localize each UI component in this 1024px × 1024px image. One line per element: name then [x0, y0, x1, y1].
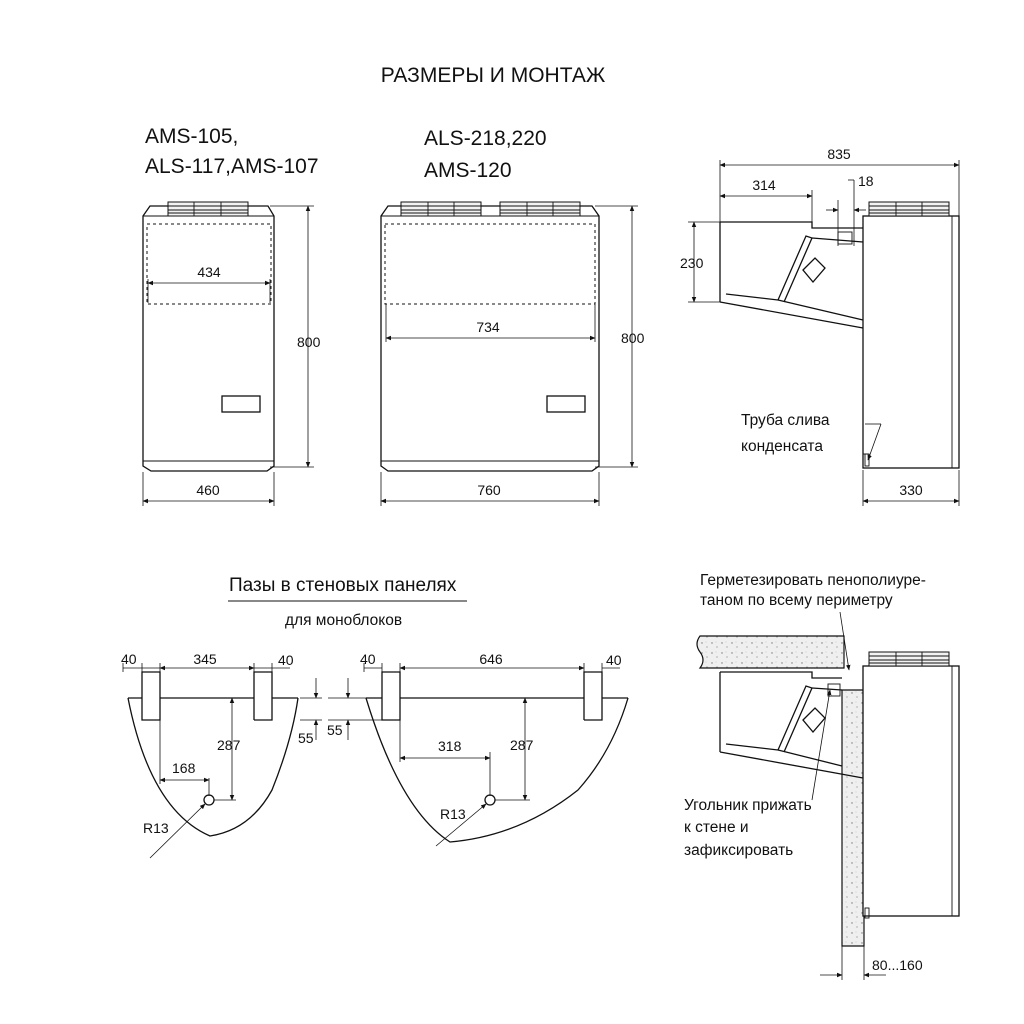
small-inner-width-label: 434 — [197, 264, 221, 280]
slot-large-287-label: 287 — [510, 737, 534, 753]
slot-small-40-left-label: 40 — [121, 651, 137, 667]
slot-template-large — [365, 671, 629, 843]
side-view — [719, 201, 960, 469]
large-unit-front-view — [380, 201, 600, 472]
seal-callout: Герметезировать пенополиуре- таном по вс… — [700, 572, 926, 671]
slot-small-168-label: 168 — [172, 760, 196, 776]
large-unit-display-panel — [546, 395, 586, 413]
slot-small-55-label: 55 — [298, 730, 314, 746]
page-title: РАЗМЕРЫ И МОНТАЖ — [381, 64, 606, 87]
side-view-dimensions: 835 314 18 230 330 — [680, 146, 960, 506]
slot-large-55-label: 55 — [327, 722, 343, 738]
small-unit-grille — [167, 201, 249, 217]
small-width-label: 460 — [196, 482, 220, 498]
large-unit-grille-left — [400, 201, 482, 217]
slots-subtitle: для моноблоков — [285, 612, 402, 629]
model-label-large-line1: ALS-218,220 — [424, 127, 547, 150]
side-view-grille — [868, 201, 950, 217]
large-unit-grille-right — [499, 201, 581, 217]
small-unit-front-view — [142, 201, 275, 472]
bracket-label-line2: к стене и — [684, 819, 749, 836]
slot-large-646-label: 646 — [479, 651, 503, 667]
drain-pipe-label-line1: Труба слива — [741, 412, 830, 429]
seal-label-line2: таном по всему периметру — [700, 592, 893, 609]
small-unit-display-panel — [221, 395, 261, 413]
large-width-label: 760 — [477, 482, 501, 498]
side-18-label: 18 — [858, 173, 874, 189]
wall-thickness-dimension: 80...160 — [820, 946, 923, 980]
slot-small-40-right-label: 40 — [278, 652, 294, 668]
slot-template-small-dimensions: 40 345 40 287 168 55 R13 — [121, 651, 322, 859]
small-unit-dimensions: 434 800 460 — [142, 205, 321, 506]
model-label-large-line2: AMS-120 — [424, 159, 512, 182]
large-unit-dimensions: 734 800 760 — [380, 205, 645, 506]
seal-label-line1: Герметезировать пенополиуре- — [700, 572, 926, 589]
side-depth-label: 330 — [899, 482, 923, 498]
slot-small-345-label: 345 — [193, 651, 217, 667]
bracket-label-line3: зафиксировать — [684, 842, 793, 859]
slot-template-small — [127, 671, 299, 837]
side-314-label: 314 — [752, 177, 776, 193]
wall-thickness-label: 80...160 — [872, 957, 923, 973]
side-230-label: 230 — [680, 255, 704, 271]
wall-panel — [841, 689, 865, 947]
bracket-callout: Угольник прижать к стене и зафиксировать — [684, 689, 832, 859]
ceiling-panel — [696, 635, 845, 669]
model-label-small-line1: AMS-105, — [145, 125, 238, 148]
slots-title: Пазы в стеновых панелях — [229, 575, 457, 596]
installation-grille — [868, 651, 950, 667]
slot-large-318-label: 318 — [438, 738, 462, 754]
large-inner-width-label: 734 — [476, 319, 500, 335]
slot-large-r13-label: R13 — [440, 806, 466, 822]
large-height-label: 800 — [621, 330, 645, 346]
drain-pipe-callout: Труба слива конденсата — [741, 412, 882, 461]
side-total-length-label: 835 — [827, 146, 851, 162]
installation-view — [696, 635, 960, 947]
small-height-label: 800 — [297, 334, 321, 350]
bracket-label-line1: Угольник прижать — [684, 797, 812, 814]
slot-large-40-left-label: 40 — [360, 651, 376, 667]
slot-small-287-label: 287 — [217, 737, 241, 753]
slot-large-40-right-label: 40 — [606, 652, 622, 668]
drain-pipe-label-line2: конденсата — [741, 438, 823, 455]
slot-template-large-dimensions: 40 646 40 55 318 287 R13 — [327, 651, 622, 847]
model-label-small-line2: ALS-117,AMS-107 — [145, 155, 319, 178]
slot-small-r13-label: R13 — [143, 820, 169, 836]
